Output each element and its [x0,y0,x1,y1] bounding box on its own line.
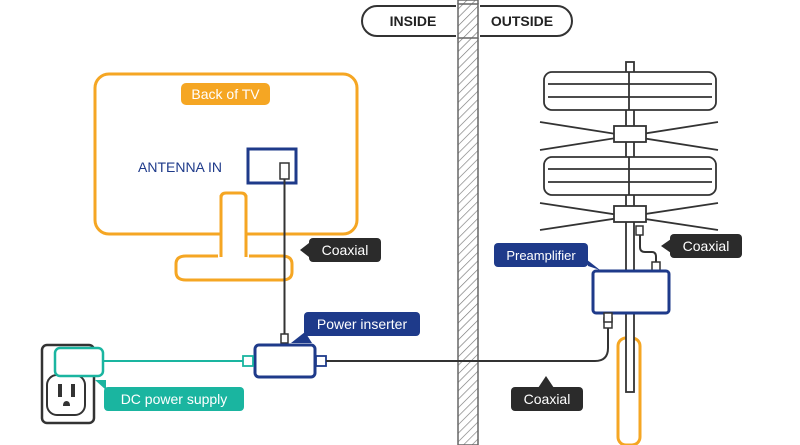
antenna-upper-reflector [543,71,717,111]
preamplifier [591,269,671,315]
antenna-pole [625,61,635,393]
antenna-lower-connector [613,205,647,223]
power-inserter-label: Power inserter [317,316,408,332]
dc-power-supply-label: DC power supply [121,391,228,407]
inside-outside-header: INSIDE OUTSIDE [361,3,573,39]
coaxial-callout-tv: Coaxial [300,238,381,262]
coax-cable-main [326,328,609,362]
antenna-in-label: ANTENNA IN [138,159,222,175]
coaxial-label-antenna: Coaxial [683,238,730,254]
tv-base [174,254,294,282]
dc-adapter [53,346,105,378]
wall [457,0,479,445]
coaxial-label-bottom: Coaxial [524,391,571,407]
outside-header: OUTSIDE [491,13,553,29]
back-of-tv-badge [181,83,270,105]
antenna-upper-connector [613,125,647,143]
back-of-tv-label: Back of TV [191,86,260,102]
power-inserter [242,343,327,379]
power-inserter-callout: Power inserter [291,312,420,343]
dc-power-supply-callout: DC power supply [95,380,244,411]
preamplifier-label: Preamplifier [506,248,576,263]
coax-cable-antenna [639,235,657,263]
coaxial-label-tv: Coaxial [322,242,369,258]
preamplifier-callout: Preamplifier [494,243,600,270]
inside-header: INSIDE [390,13,437,29]
coaxial-callout-bottom: Coaxial [511,376,583,411]
coaxial-callout-antenna: Coaxial [661,234,742,258]
antenna-lower-reflector [543,156,717,196]
tv: Back of TV ANTENNA IN [93,72,359,282]
